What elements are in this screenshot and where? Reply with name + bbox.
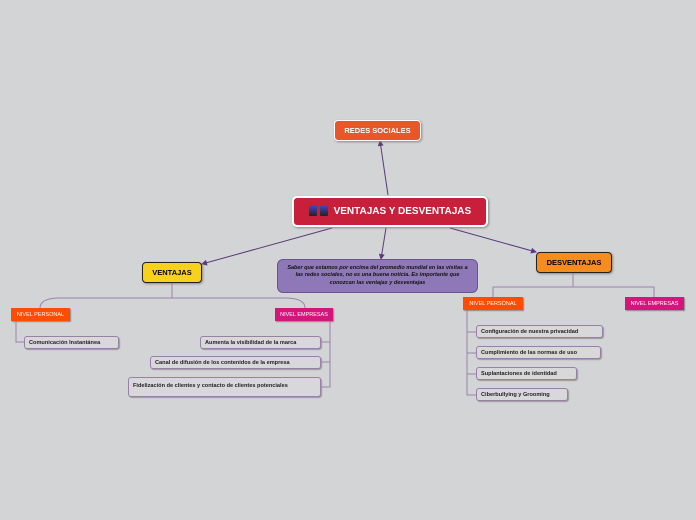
list-item[interactable]: Canal de difusión de los contenidos de l… [150, 356, 321, 369]
topic-ventajas[interactable]: VENTAJAS [142, 262, 202, 283]
ventajas-nivel-empresas[interactable]: NIVEL EMPRESAS [275, 308, 333, 321]
smartphones-icon [308, 204, 328, 219]
desventajas-nivel-personal[interactable]: NIVEL PERSONAL [463, 297, 523, 310]
desventajas-nivel-empresas[interactable]: NIVEL EMPRESAS [625, 297, 684, 310]
list-item[interactable]: Aumenta la visibilidad de la marca [200, 336, 321, 349]
ventajas-nivel-personal[interactable]: NIVEL PERSONAL [11, 308, 70, 321]
topic-redes-sociales[interactable]: REDES SOCIALES [334, 120, 421, 141]
central-topic[interactable]: VENTAJAS Y DESVENTAJAS [292, 196, 488, 227]
list-item[interactable]: Ciberbullying y Grooming [476, 388, 568, 401]
info-note[interactable]: Saber que estamos por encima del promedi… [277, 259, 478, 293]
list-item[interactable]: Comunicación Instantánea [24, 336, 119, 349]
list-item[interactable]: Suplantaciones de identidad [476, 367, 577, 380]
list-item[interactable]: Cumplimiento de las normas de uso [476, 346, 601, 359]
topic-desventajas[interactable]: DESVENTAJAS [536, 252, 612, 273]
list-item[interactable]: Fidelización de clientes y contacto de c… [128, 377, 321, 397]
list-item[interactable]: Configuración de nuestra privacidad [476, 325, 603, 338]
